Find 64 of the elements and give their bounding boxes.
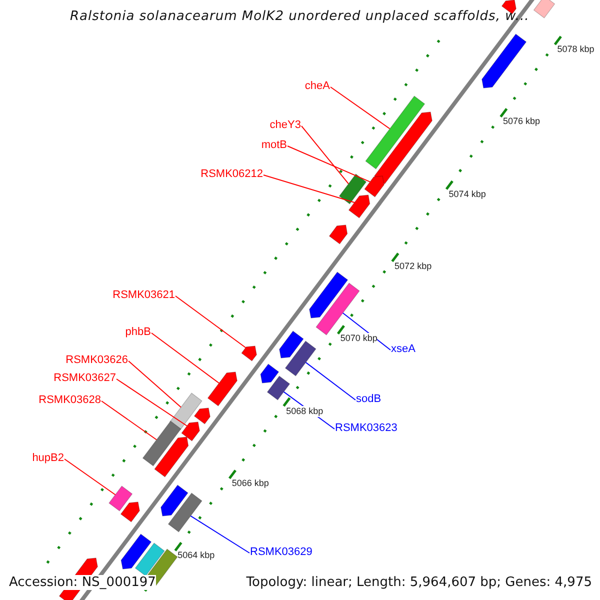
gene-label: xseA <box>391 343 416 356</box>
leader-line <box>330 86 390 130</box>
title: Ralstonia solanacearum MolK2 unordered unplaced scaffolds, w... <box>70 9 530 24</box>
footer-text: Topology: linear; Length: 5,964,607 bp; Genes: 4,975 <box>246 575 592 590</box>
scale-label: 5072 kbp <box>394 260 432 272</box>
scale-label: 5068 kbp <box>286 406 324 417</box>
gene-feature <box>482 34 527 88</box>
scale-label: 5066 kbp <box>232 478 269 489</box>
gene-feature <box>120 534 152 570</box>
gene-feature <box>501 0 516 14</box>
leader-line <box>263 174 355 203</box>
gene-label: motB <box>261 139 287 152</box>
gene-feature <box>279 330 304 358</box>
gene-feature <box>154 436 189 478</box>
gene-label: cheA <box>304 80 330 93</box>
leader-line <box>151 332 220 384</box>
gene-label: RSMK03621 <box>112 289 175 302</box>
leader-line <box>190 515 250 554</box>
footer-text: Accession: NS_000197 <box>9 575 156 590</box>
gene-feature <box>207 372 238 406</box>
gene-feature <box>374 112 432 184</box>
gene-label: RSMK03629 <box>250 546 312 559</box>
gene-block <box>168 492 202 532</box>
gene-block <box>134 542 165 576</box>
scale-label: 5074 kbp <box>448 188 486 200</box>
gene-label: RSMK03627 <box>54 372 116 385</box>
scale-label: 5070 kbp <box>340 333 378 344</box>
leader-line <box>116 378 188 426</box>
gene-block <box>365 96 426 170</box>
scale-label: 5078 kbp <box>557 44 594 55</box>
gene-feature <box>120 502 140 522</box>
gene-label: phbB <box>125 326 151 339</box>
gene-label: RSMK03628 <box>38 394 101 407</box>
gene-block <box>142 420 182 466</box>
gene-label: RSMK03626 <box>66 354 128 367</box>
leader-line <box>287 146 370 182</box>
gene-feature <box>364 176 384 198</box>
gene-block <box>108 486 133 512</box>
leader-line <box>305 362 356 400</box>
gene-block <box>284 340 316 376</box>
leader-line <box>128 360 182 408</box>
gene-feature <box>348 194 370 218</box>
scale-label: 5064 kbp <box>178 550 215 562</box>
gene-label: cheY3 <box>270 119 301 132</box>
leader-line <box>101 400 158 440</box>
gene-label: sodB <box>356 393 382 406</box>
gene-block <box>169 392 202 430</box>
leader-line <box>175 296 246 348</box>
gene-label: RSMK06212 <box>200 168 263 181</box>
scale-label: 5076 kbp <box>503 116 540 128</box>
gene-block <box>266 376 290 400</box>
gene-feature <box>160 484 188 516</box>
gene-feature <box>328 224 348 244</box>
gene-block <box>533 0 556 18</box>
leader-line <box>301 126 350 184</box>
gene-block <box>316 282 360 336</box>
gene-block <box>338 174 367 204</box>
gene-feature <box>260 364 280 384</box>
gene-feature <box>194 408 210 424</box>
gene-label: RSMK03623 <box>335 422 398 435</box>
gene-label: hupB2 <box>32 452 64 465</box>
leader-line <box>64 458 116 496</box>
gene-feature <box>309 272 348 318</box>
gene-feature <box>241 346 257 362</box>
